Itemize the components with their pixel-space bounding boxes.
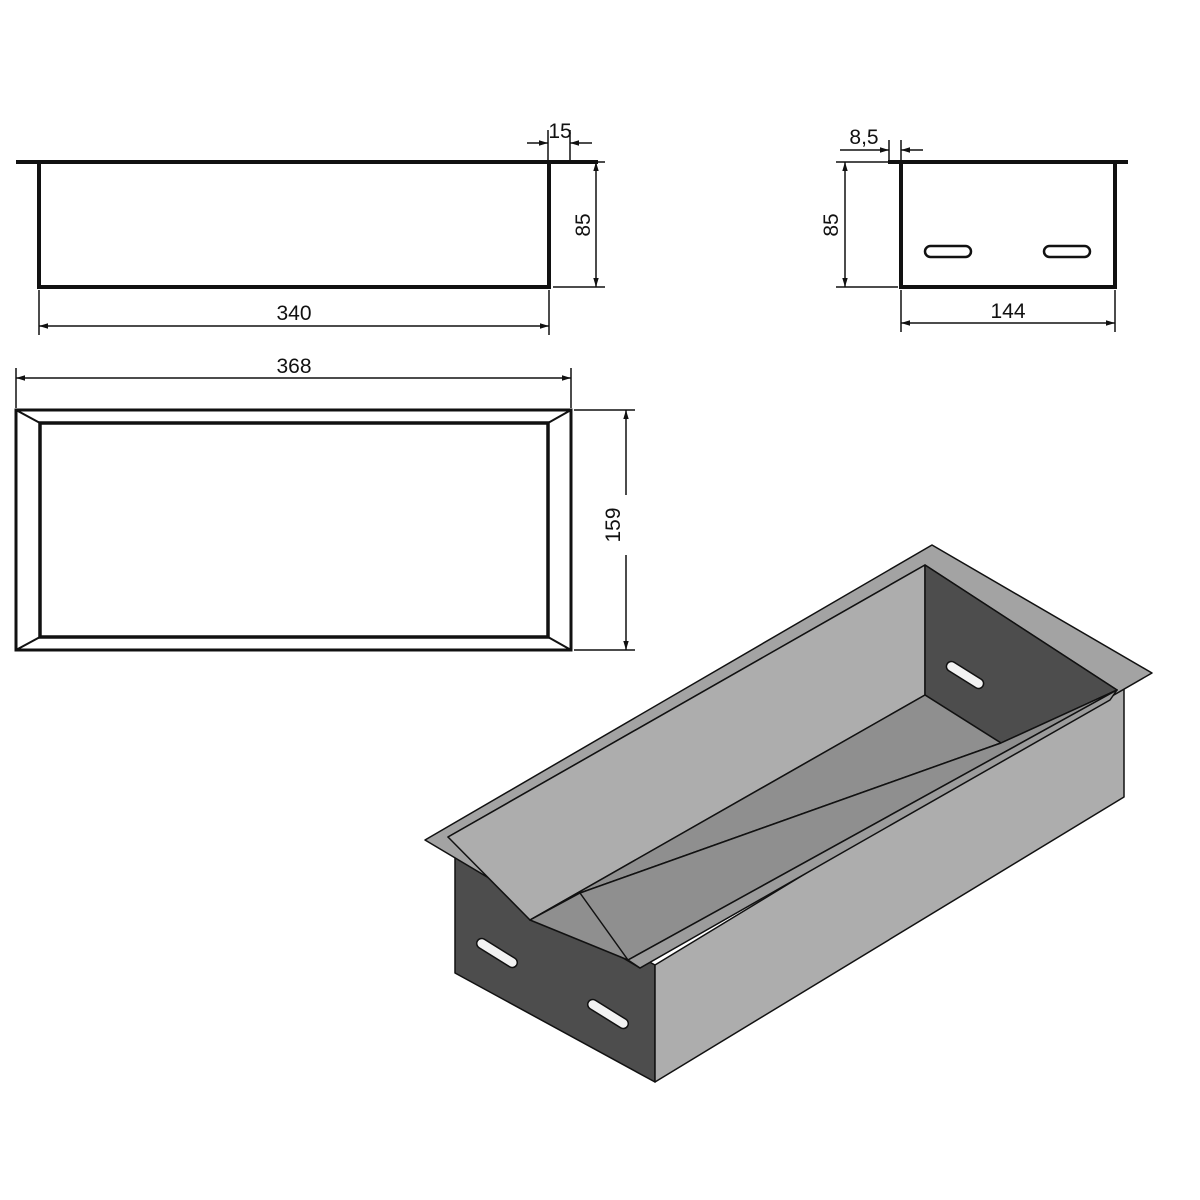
front-height-dimension: 85 [572, 213, 595, 236]
top-view: 368 159 [14, 355, 635, 652]
front-width-dimension: 340 [276, 302, 311, 325]
slot-icon [1042, 244, 1092, 259]
front-flange-dimension: 15 [548, 120, 571, 143]
slot-icon [945, 660, 985, 690]
front-view: 340 85 15 [16, 120, 605, 335]
side-flange-dimension: 8,5 [849, 126, 878, 149]
top-depth-dimension: 159 [602, 507, 625, 542]
isometric-view [424, 544, 1153, 1083]
top-width-dimension: 368 [276, 355, 311, 378]
side-width-dimension: 144 [990, 300, 1025, 323]
side-view: 144 85 8,5 [820, 126, 1128, 332]
slot-icon [586, 998, 630, 1030]
slot-icon [923, 244, 973, 259]
slot-icon [475, 937, 519, 969]
side-height-dimension: 85 [820, 213, 843, 236]
